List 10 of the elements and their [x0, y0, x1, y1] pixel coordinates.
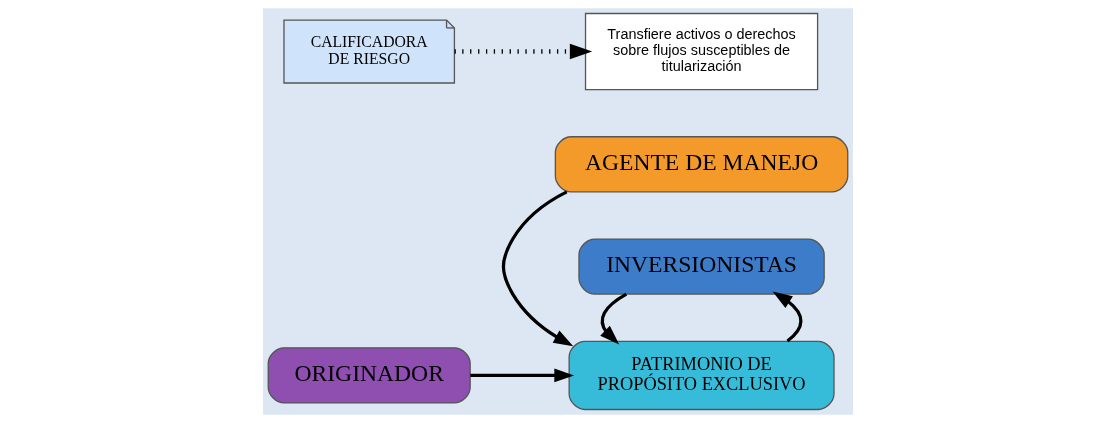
node-box: Transfiere activos o derechos sobre flujos susceptibles de titularización	[584, 12, 819, 91]
arrow	[454, 43, 593, 60]
node-box: PATRIMONIO DE PROPÓSITO EXCLUSIVO	[568, 340, 835, 411]
arrow	[501, 190, 574, 347]
node-box: INVERSIONISTAS	[578, 238, 825, 295]
arrow	[600, 292, 628, 345]
node-box: AGENTE DE MANEJO	[554, 136, 849, 193]
arrow	[772, 291, 803, 343]
arrow	[470, 368, 575, 383]
node-box: ORIGINADOR	[267, 347, 471, 404]
